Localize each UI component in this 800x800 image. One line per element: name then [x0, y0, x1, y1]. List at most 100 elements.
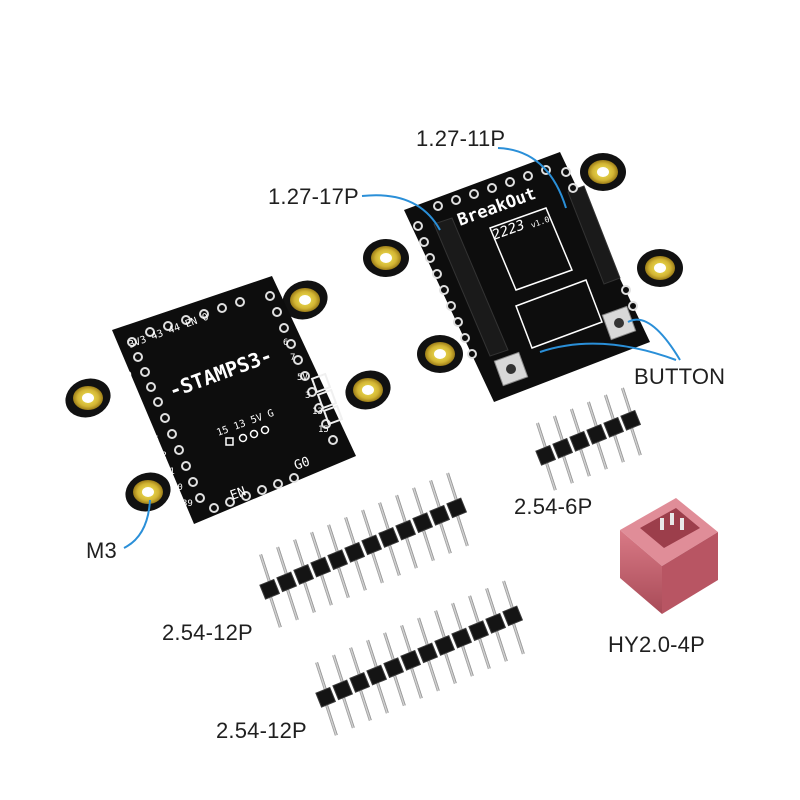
header-pin: [395, 494, 407, 524]
header-pin: [494, 627, 508, 662]
header-pin: [285, 585, 299, 621]
leader-1-27-17p: [361, 194, 441, 231]
stamps3-right-col-pins: 6 7 5V 3 13 15: [283, 338, 329, 435]
header-pin: [259, 553, 271, 583]
header-pin: [586, 401, 598, 428]
header-pin: [361, 509, 373, 538]
leader-m3: [123, 499, 151, 549]
svg-text:7: 7: [290, 353, 295, 363]
header-pin: [544, 459, 557, 491]
header-pin: [366, 639, 378, 669]
svg-text:12: 12: [133, 403, 144, 413]
stamps3-small-header: [225, 425, 270, 446]
header-block: [620, 409, 642, 431]
mounting-ears-right-board: [363, 153, 683, 373]
header-pin: [578, 445, 591, 477]
header-block: [535, 444, 557, 466]
breakout-board: BreakOut 2223 v1.0: [363, 152, 683, 402]
leader-1-27-11p: [497, 147, 567, 209]
header-pin: [612, 431, 625, 463]
svg-text:6: 6: [283, 338, 288, 348]
header-1-27-17p: [433, 217, 509, 357]
header-pin: [276, 546, 288, 575]
header-block: [349, 672, 371, 693]
callout-2-54-6p: 2.54-6P: [514, 494, 593, 519]
leader-button-1: [627, 318, 681, 361]
callout-hy2-0-4p: HY2.0-4P: [608, 632, 705, 657]
header-block: [502, 605, 524, 627]
header-pin: [438, 519, 452, 554]
pin-header-2-54-12p-upper: [259, 472, 469, 628]
breakout-inner-box-upper: [489, 207, 573, 291]
header-block: [446, 497, 468, 519]
header-pin: [319, 571, 333, 606]
svg-text:13: 13: [312, 407, 323, 417]
header-block: [552, 437, 574, 459]
header-pin: [451, 602, 463, 632]
header-pin: [477, 634, 491, 670]
stamps3-pcb: [112, 276, 356, 524]
header-block: [332, 679, 354, 701]
header-block: [395, 519, 417, 541]
header-pin: [302, 578, 316, 613]
header-block: [417, 642, 439, 664]
header-pin: [569, 408, 581, 435]
callout-button: BUTTON: [634, 364, 726, 389]
svg-text:15: 15: [318, 425, 329, 435]
header-pin: [332, 654, 344, 683]
svg-text:11: 11: [127, 387, 138, 397]
header-pin: [620, 387, 632, 414]
stamps3-pads: [127, 291, 338, 513]
header-pin: [429, 479, 441, 509]
header-pin: [421, 526, 435, 562]
header-pin: [511, 619, 525, 655]
header-pin: [552, 415, 564, 442]
svg-text:40: 40: [172, 483, 183, 493]
header-pin: [455, 511, 469, 547]
header-block: [451, 627, 473, 649]
header-block: [603, 416, 625, 438]
stamps3-label-g0: G0: [292, 454, 312, 473]
header-pin: [468, 595, 480, 624]
callout-1-27-17p: 1.27-17P: [268, 184, 359, 209]
svg-text:3: 3: [305, 391, 310, 401]
header-pin: [561, 452, 574, 484]
pin-header-2-54-12p-lower: [315, 580, 525, 736]
header-pin: [310, 531, 322, 561]
header-pin: [603, 394, 615, 421]
header-block: [412, 512, 434, 534]
header-pin: [629, 424, 642, 456]
header-pin: [387, 541, 401, 576]
header-pin: [324, 701, 338, 736]
svg-text:10: 10: [121, 371, 132, 381]
header-pin: [485, 587, 497, 617]
header-block: [378, 527, 400, 548]
svg-text:5V: 5V: [297, 373, 308, 383]
leader-button-2: [539, 342, 677, 361]
header-pin: [412, 487, 424, 516]
header-block: [485, 612, 507, 634]
header-block: [429, 504, 451, 526]
header-pin: [349, 647, 361, 676]
header-block: [293, 564, 315, 585]
header-pin: [358, 686, 372, 721]
header-block: [276, 571, 298, 593]
header-pin: [426, 656, 440, 692]
svg-text:39: 39: [182, 499, 193, 509]
header-pin: [370, 548, 384, 584]
callout-2-54-12p-lower: 2.54-12P: [216, 718, 307, 743]
header-pin: [392, 671, 406, 707]
header-pin: [595, 438, 608, 470]
header-block: [315, 686, 337, 708]
header-block: [383, 657, 405, 679]
callout-1-27-11p: 1.27-11P: [416, 126, 506, 151]
header-block: [586, 423, 608, 445]
header-block: [327, 549, 349, 571]
stamps3-board: -STAMPS3- 3V3 43 44 EN 0 15 13 5V G EN G…: [65, 276, 391, 524]
svg-text:41: 41: [164, 467, 175, 477]
header-pin: [404, 534, 418, 569]
header-pin: [327, 524, 339, 553]
header-block: [569, 430, 591, 452]
header-pin: [460, 642, 474, 677]
